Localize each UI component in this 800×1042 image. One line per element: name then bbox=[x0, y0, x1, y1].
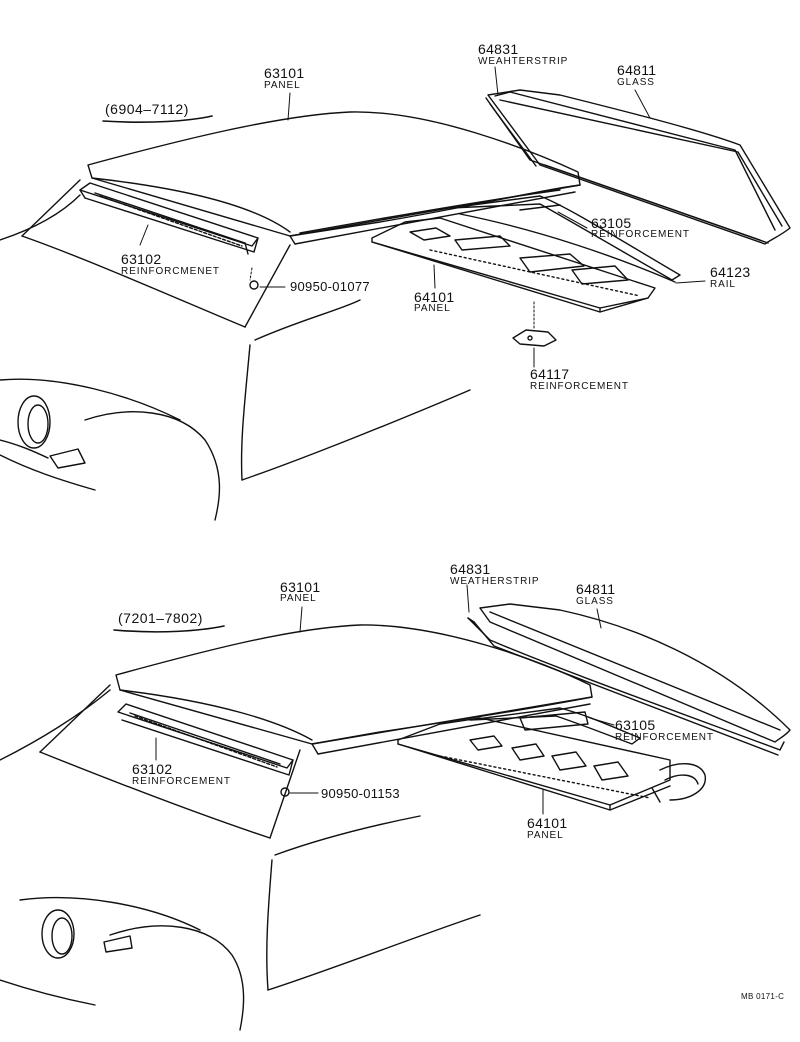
diagram-2-label-63101-name: PANEL bbox=[280, 593, 317, 604]
diagram-1-small-reinforcement bbox=[512, 329, 557, 347]
figure-reference-code: MB 0171-C bbox=[741, 992, 785, 1001]
diagram-1-label-64123-number: 64123 bbox=[710, 264, 751, 280]
diagram-1-package-tray bbox=[371, 217, 656, 313]
diagram-2-label-63101-number: 63101 bbox=[280, 579, 321, 595]
diagram-2-leader-lines bbox=[155, 584, 615, 815]
diagram-2-artwork bbox=[0, 584, 791, 1031]
diagram-2-label-63105-name: REINFORCEMENT bbox=[615, 732, 714, 743]
diagram-1-clip bbox=[249, 280, 259, 290]
diagram-1-label-63102-number: 63102 bbox=[121, 251, 162, 267]
diagram-1-artwork bbox=[0, 66, 791, 521]
diagram-1-label-64123-name: RAIL bbox=[710, 279, 736, 290]
diagram-1-car-body bbox=[0, 179, 471, 521]
diagram-1-label-64101-number: 64101 bbox=[414, 289, 455, 305]
diagram-2-label-90950-number: 90950-01153 bbox=[321, 786, 400, 801]
diagram-2-car-body bbox=[0, 684, 481, 1031]
diagram-2-label-63105-number: 63105 bbox=[615, 717, 656, 733]
diagram-1-label-64117-number: 64117 bbox=[530, 366, 570, 382]
diagram-1-label-63105-name: REINFORCEMENT bbox=[591, 229, 690, 240]
diagram-2-rear-reinforcement bbox=[469, 707, 641, 745]
diagram-2-date-range: (7201–7802) bbox=[118, 610, 203, 626]
diagram-2-label-63102-number: 63102 bbox=[132, 761, 173, 777]
diagram-2-label-64101-number: 64101 bbox=[527, 815, 568, 831]
diagram-2-label-64811-number: 64811 bbox=[576, 581, 616, 597]
diagram-1-rear-reinforcement bbox=[449, 195, 681, 283]
diagram-2-front-reinforcement bbox=[117, 703, 294, 776]
diagram-2-clip bbox=[280, 787, 290, 797]
diagram-1-label-64831-name: WEAHTERSTRIP bbox=[478, 56, 569, 67]
diagram-1-date-range: (6904–7112) bbox=[105, 101, 189, 117]
diagram-1-label-63105-number: 63105 bbox=[591, 215, 632, 231]
diagram-1-front-reinforcement bbox=[79, 182, 259, 255]
diagram-2-label-63102-name: REINFORCEMENT bbox=[132, 776, 231, 787]
diagram-1-label-64831-number: 64831 bbox=[478, 41, 519, 57]
diagram-2-label-64831-number: 64831 bbox=[450, 561, 491, 577]
diagram-1-label-90950-number: 90950-01077 bbox=[290, 279, 370, 294]
diagram-1-label-63101-number: 63101 bbox=[264, 65, 305, 81]
diagram-2-roof-panel bbox=[115, 624, 593, 755]
diagram-1-leader-lines bbox=[139, 66, 706, 368]
diagram-1-label-64117-name: REINFORCEMENT bbox=[530, 381, 629, 392]
diagram-1-label-63102-name: REINFORCMENET bbox=[121, 266, 220, 277]
diagram-1-label-64101-name: PANEL bbox=[414, 303, 451, 314]
diagram-1-rear-glass bbox=[485, 89, 791, 245]
diagram-1-label-64811-name: GLASS bbox=[617, 77, 655, 88]
diagram-1-label-63101-name: PANEL bbox=[264, 80, 301, 91]
diagram-2-rear-glass bbox=[467, 603, 791, 756]
diagram-2-label-64811-name: GLASS bbox=[576, 596, 614, 607]
diagram-1-label-64811-number: 64811 bbox=[617, 62, 657, 78]
diagram-2-label-64101-name: PANEL bbox=[527, 830, 564, 841]
diagram-2-label-64831-name: WEATHERSTRIP bbox=[450, 576, 540, 587]
diagram-2-package-tray bbox=[397, 717, 706, 811]
